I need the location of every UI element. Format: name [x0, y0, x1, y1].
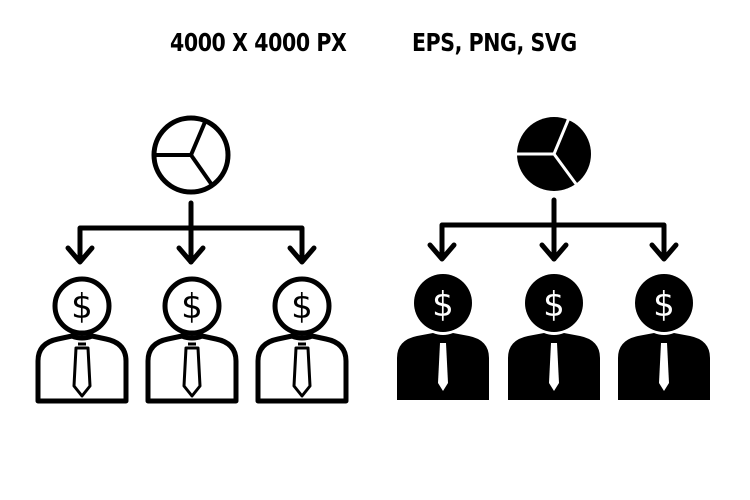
size-label: 4000 X 4000 PX [170, 28, 347, 57]
dollar-icon: $ [543, 285, 565, 325]
formats-label: EPS, PNG, SVG [412, 28, 577, 57]
person-dollar-icon: $ [258, 279, 346, 401]
dollar-icon: $ [71, 287, 93, 327]
pie-chart-icon [515, 117, 591, 191]
person-dollar-icon: $ [397, 274, 489, 400]
dollar-icon: $ [432, 285, 454, 325]
person-dollar-icon: $ [618, 274, 710, 400]
pie-chart-icon [151, 115, 231, 195]
outline-icon-set: $ $ $ [38, 115, 346, 401]
person-dollar-icon: $ [148, 279, 236, 401]
dollar-icon: $ [653, 285, 675, 325]
org-connector [68, 200, 314, 265]
org-connector [430, 197, 676, 262]
dollar-icon: $ [291, 287, 313, 327]
person-dollar-icon: $ [508, 274, 600, 400]
person-dollar-icon: $ [38, 279, 126, 401]
filled-icon-set: $ $ $ [397, 117, 710, 400]
dollar-icon: $ [181, 287, 203, 327]
